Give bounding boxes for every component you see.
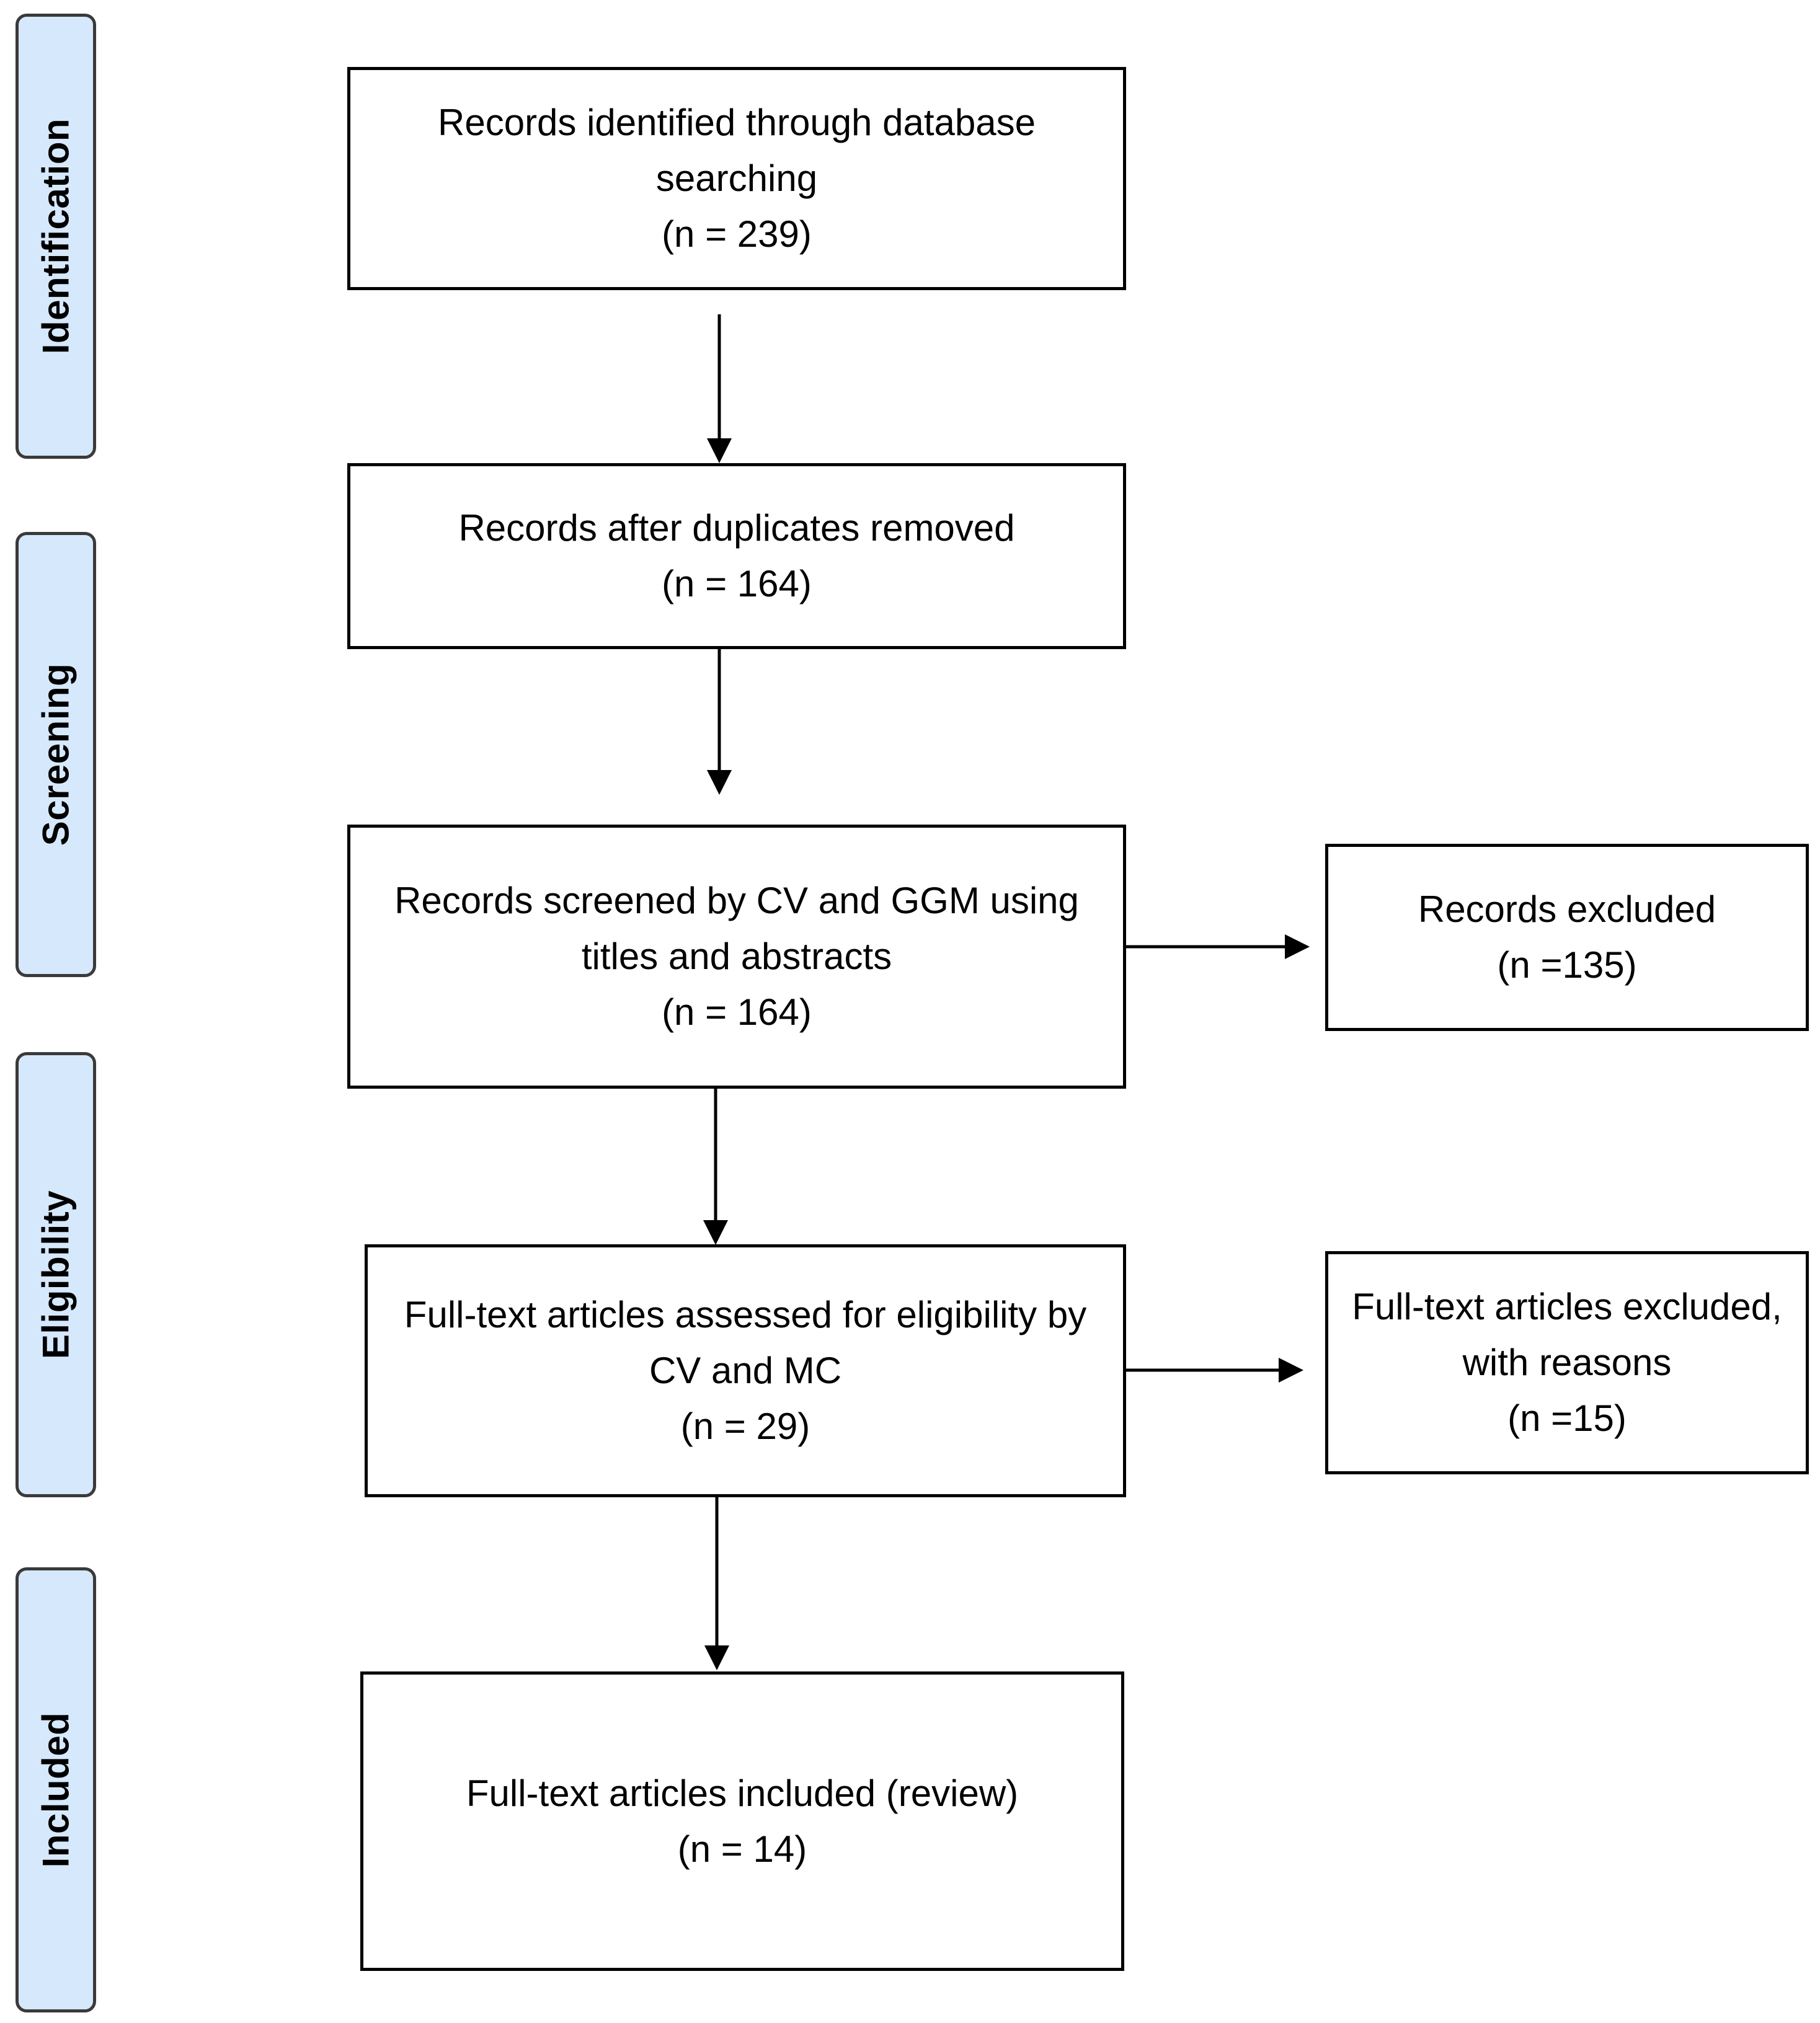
box-records-deduplicated-text: Records after duplicates removed — [458, 507, 1015, 549]
box-fulltext-excluded-text: Full-text articles excluded, with reason… — [1352, 1286, 1782, 1383]
box-records-screened-text: Records screened by CV and GGM using tit… — [394, 880, 1079, 977]
box-records-identified: Records identified through database sear… — [347, 67, 1126, 290]
box-records-excluded: Records excluded (n =135) — [1325, 844, 1809, 1031]
box-fulltext-included-count: (n = 14) — [677, 1828, 807, 1870]
stage-identification: Identification — [16, 14, 96, 459]
box-records-excluded-text: Records excluded — [1418, 888, 1716, 930]
box-records-excluded-count: (n =135) — [1497, 944, 1637, 986]
box-fulltext-excluded-count: (n =15) — [1507, 1397, 1627, 1439]
box-fulltext-included-text: Full-text articles included (review) — [466, 1772, 1019, 1814]
box-records-identified-text: Records identified through database sear… — [438, 102, 1036, 199]
box-records-deduplicated: Records after duplicates removed (n = 16… — [347, 463, 1126, 649]
box-records-screened: Records screened by CV and GGM using tit… — [347, 825, 1126, 1089]
box-fulltext-included: Full-text articles included (review) (n … — [360, 1671, 1124, 1971]
box-fulltext-assessed-count: (n = 29) — [680, 1405, 810, 1447]
box-fulltext-assessed-text: Full-text articles assessed for eligibil… — [404, 1294, 1087, 1391]
stage-included: Included — [16, 1567, 96, 2012]
box-records-deduplicated-count: (n = 164) — [662, 563, 812, 604]
stage-screening: Screening — [16, 532, 96, 977]
stage-eligibility: Eligibility — [16, 1052, 96, 1497]
box-records-identified-count: (n = 239) — [662, 213, 812, 255]
box-fulltext-assessed: Full-text articles assessed for eligibil… — [365, 1244, 1126, 1497]
box-fulltext-excluded: Full-text articles excluded, with reason… — [1325, 1251, 1809, 1474]
box-records-screened-count: (n = 164) — [662, 991, 812, 1033]
